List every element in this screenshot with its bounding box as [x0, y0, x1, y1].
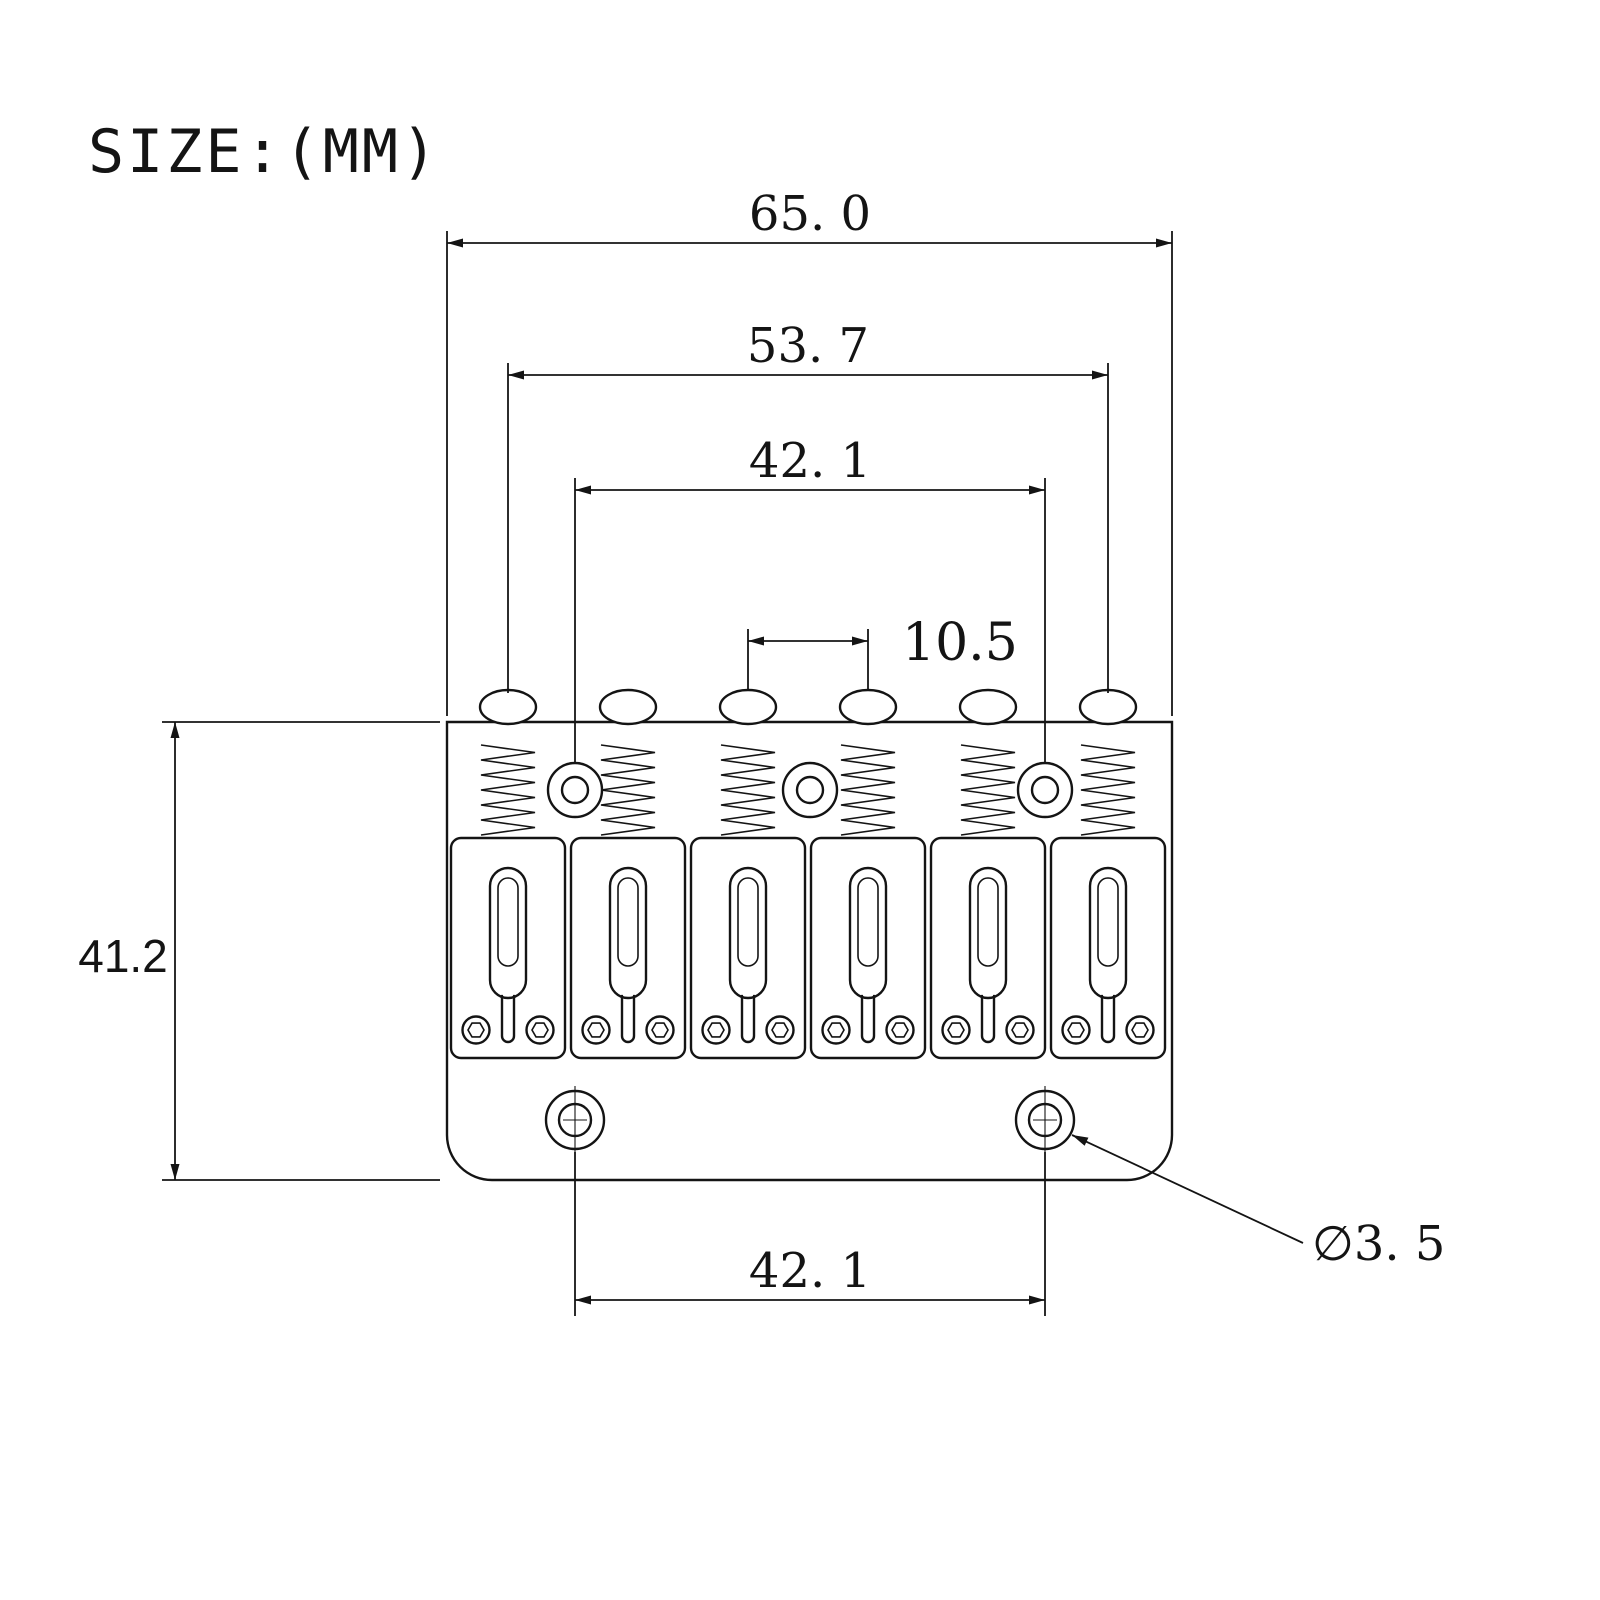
- screw-head-icon: [718, 688, 778, 726]
- plate-outline: [445, 720, 1174, 1182]
- intonation-screw-heads: [478, 688, 1138, 726]
- arrowhead-icon: [575, 485, 591, 495]
- saddle: [929, 836, 1047, 1060]
- dim-label-bottom-hole-spacing: 42. 1: [749, 1243, 871, 1299]
- top-mount-hole: [1016, 761, 1074, 819]
- saddle: [569, 836, 687, 1060]
- saddle: [1049, 836, 1167, 1060]
- screw-head-icon: [958, 688, 1018, 726]
- dim-overall-width: 65. 0: [446, 186, 1173, 716]
- screw-head-icon: [838, 688, 898, 726]
- top-mount-hole: [781, 761, 839, 819]
- arrowhead-icon: [170, 1164, 180, 1180]
- screw-head-icon: [598, 688, 658, 726]
- bridge-plate: [445, 720, 1174, 1182]
- saddle: [809, 836, 927, 1060]
- screw-head-icon: [478, 688, 538, 726]
- dim-label-string-pitch: 10.5: [902, 613, 1018, 673]
- leader-line: [1071, 1134, 1304, 1244]
- arrowhead-icon: [447, 238, 463, 248]
- saddle: [689, 836, 807, 1060]
- arrowhead-icon: [1029, 485, 1045, 495]
- dim-label-screw-span: 53. 7: [747, 318, 869, 374]
- drawing-title: SIZE:(MM): [88, 117, 440, 187]
- arrowhead-icon: [748, 636, 764, 646]
- leader-hole-diameter: ∅3. 5: [1070, 1130, 1445, 1272]
- arrowhead-icon: [1156, 238, 1172, 248]
- arrowhead-icon: [1029, 1295, 1045, 1305]
- arrowhead-icon: [852, 636, 868, 646]
- dim-bottom-hole-spacing: 42. 1: [574, 1152, 1046, 1316]
- dim-label-hole-diameter: ∅3. 5: [1312, 1216, 1445, 1272]
- bottom-mount-holes: [544, 1086, 1076, 1154]
- dim-label-overall-height: 41.2: [78, 930, 168, 982]
- dim-screw-span: 53. 7: [507, 318, 1109, 693]
- dim-top-hole-spacing: 42. 1: [574, 433, 1046, 763]
- screw-head-icon: [1078, 688, 1138, 726]
- arrowhead-icon: [575, 1295, 591, 1305]
- top-mount-hole: [546, 761, 604, 819]
- arrowhead-icon: [508, 370, 524, 380]
- dim-label-overall-width: 65. 0: [749, 186, 871, 242]
- saddle: [449, 836, 567, 1060]
- arrowhead-icon: [170, 722, 180, 738]
- dim-string-pitch: 10.5: [747, 613, 1018, 691]
- dim-label-top-hole-spacing: 42. 1: [749, 433, 871, 489]
- arrowhead-icon: [1092, 370, 1108, 380]
- dim-overall-height: 41.2: [78, 721, 440, 1181]
